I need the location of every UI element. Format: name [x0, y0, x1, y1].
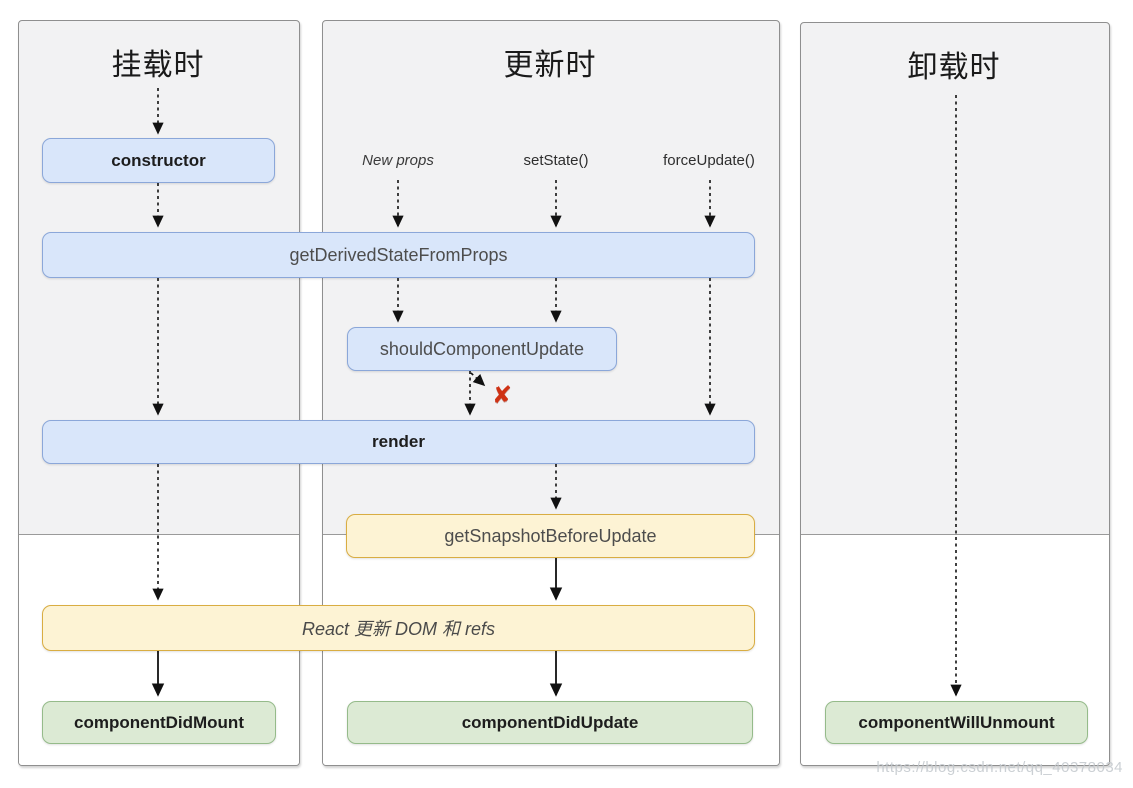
box-react-updates-dom: React 更新 DOM 和 refs [42, 605, 755, 651]
box-get-snapshot-before-update: getSnapshotBeforeUpdate [346, 514, 755, 558]
title-mounting: 挂载时 [111, 49, 205, 82]
title-updating: 更新时 [503, 49, 597, 82]
trigger-set-state: setState() [523, 152, 589, 169]
panel-mounting [18, 20, 300, 766]
box-render: render [42, 420, 755, 464]
trigger-new-props: New props [362, 152, 434, 169]
box-component-did-update: componentDidUpdate [347, 701, 753, 744]
panel-unmounting [800, 22, 1110, 766]
cancel-x-icon: ✘ [491, 382, 513, 409]
panel-updating [322, 20, 780, 766]
box-component-did-mount: componentDidMount [42, 701, 276, 744]
box-component-will-unmount: componentWillUnmount [825, 701, 1088, 744]
box-get-derived-state-from-props: getDerivedStateFromProps [42, 232, 755, 278]
title-unmounting: 卸载时 [907, 51, 1001, 84]
watermark: https://blog.csdn.net/qq_40378034 [876, 759, 1123, 776]
box-constructor: constructor [42, 138, 275, 183]
box-should-component-update: shouldComponentUpdate [347, 327, 617, 371]
trigger-force-update: forceUpdate() [663, 152, 755, 169]
